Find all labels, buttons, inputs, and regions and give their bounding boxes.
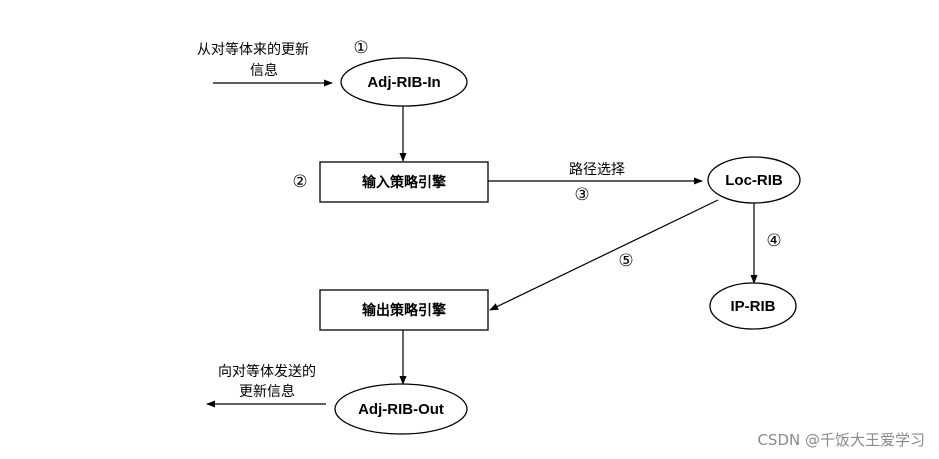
adj-rib-out-label: Adj-RIB-Out <box>358 401 444 418</box>
incoming-update-label-line2: 信息 <box>250 62 278 79</box>
input-policy-engine-box <box>319 161 489 203</box>
watermark: CSDN @千饭大王爱学习 <box>757 431 925 449</box>
step-marker-5: ⑤ <box>618 251 633 271</box>
adj-rib-out-node <box>334 383 468 435</box>
step-marker-4: ④ <box>766 231 781 251</box>
incoming-update-label-line1: 从对等体来的更新 <box>197 41 309 58</box>
ip-rib-label: IP-RIB <box>731 298 776 315</box>
step-marker-3: ③ <box>574 185 589 205</box>
ip-rib-node <box>709 282 797 330</box>
loc-rib-label: Loc-RIB <box>725 172 783 189</box>
outgoing-update-label-line2: 更新信息 <box>239 383 295 400</box>
step-marker-1: ① <box>353 38 368 58</box>
output-policy-engine-label: 输出策略引擎 <box>362 302 446 319</box>
adj-rib-in-node <box>340 57 468 107</box>
outgoing-update-label-line1: 向对等体发送的 <box>218 363 316 380</box>
path-selection-label: 路径选择 <box>569 162 625 178</box>
output-policy-engine-box <box>319 289 489 331</box>
adj-rib-in-label: Adj-RIB-In <box>367 74 440 91</box>
input-policy-engine-label: 输入策略引擎 <box>362 174 446 191</box>
loc-rib-to-output-policy-arrow <box>489 199 719 311</box>
step-marker-2: ② <box>292 172 307 192</box>
loc-rib-node <box>707 156 801 204</box>
